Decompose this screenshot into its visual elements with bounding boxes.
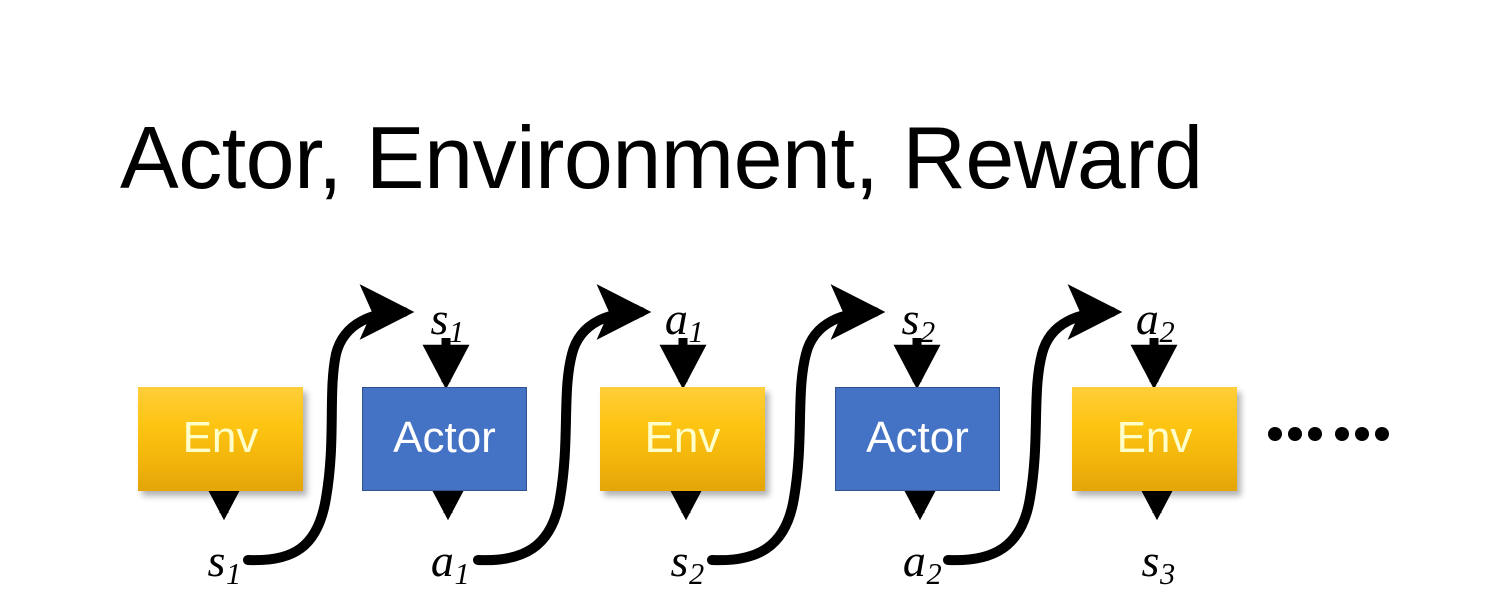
label-base: a bbox=[664, 293, 688, 344]
ellipsis-dot-group bbox=[1268, 427, 1322, 441]
ellipsis-continuation bbox=[1268, 427, 1389, 441]
label-base: s bbox=[670, 535, 689, 586]
node-env-3[interactable]: Env bbox=[1072, 387, 1237, 491]
label-subscript: 1 bbox=[454, 556, 470, 591]
node-env-1[interactable]: Env bbox=[138, 387, 303, 491]
label-subscript: 1 bbox=[448, 314, 465, 349]
node-label: Env bbox=[644, 413, 721, 462]
label-bottom-a1: a1 bbox=[430, 535, 470, 590]
label-subscript: 2 bbox=[926, 556, 942, 591]
ellipsis-dot bbox=[1268, 427, 1282, 441]
node-label: Actor bbox=[866, 413, 969, 462]
ellipsis-dot bbox=[1375, 427, 1389, 441]
ellipsis-dot bbox=[1355, 427, 1369, 441]
label-base: s bbox=[430, 293, 449, 344]
label-subscript: 2 bbox=[919, 314, 936, 349]
label-base: a bbox=[1135, 293, 1159, 344]
label-top-s1: s1 bbox=[430, 293, 464, 348]
node-env-2[interactable]: Env bbox=[600, 387, 765, 491]
ellipsis-dot bbox=[1335, 427, 1349, 441]
label-subscript: 3 bbox=[1159, 556, 1176, 591]
node-actor-2[interactable]: Actor bbox=[835, 387, 1000, 491]
ellipsis-dot bbox=[1288, 427, 1302, 441]
ellipsis-dot-group bbox=[1335, 427, 1389, 441]
label-subscript: 1 bbox=[225, 556, 242, 591]
node-label: Actor bbox=[393, 413, 496, 462]
node-label: Env bbox=[182, 413, 259, 462]
label-subscript: 2 bbox=[688, 556, 705, 591]
label-top-a1: a1 bbox=[664, 293, 704, 348]
label-subscript: 1 bbox=[688, 314, 704, 349]
label-top-s2: s2 bbox=[901, 293, 935, 348]
label-base: s bbox=[901, 293, 920, 344]
label-bottom-a2: a2 bbox=[902, 535, 942, 590]
label-base: a bbox=[430, 535, 454, 586]
label-bottom-s1: s1 bbox=[207, 535, 241, 590]
node-actor-1[interactable]: Actor bbox=[362, 387, 527, 491]
label-bottom-s3: s3 bbox=[1141, 535, 1175, 590]
label-top-a2: a2 bbox=[1135, 293, 1175, 348]
label-bottom-s2: s2 bbox=[670, 535, 704, 590]
label-base: a bbox=[902, 535, 926, 586]
label-subscript: 2 bbox=[1159, 314, 1175, 349]
page-title: Actor, Environment, Reward bbox=[120, 108, 1203, 207]
label-base: s bbox=[207, 535, 226, 586]
ellipsis-dot bbox=[1308, 427, 1322, 441]
node-label: Env bbox=[1116, 413, 1193, 462]
label-base: s bbox=[1141, 535, 1160, 586]
